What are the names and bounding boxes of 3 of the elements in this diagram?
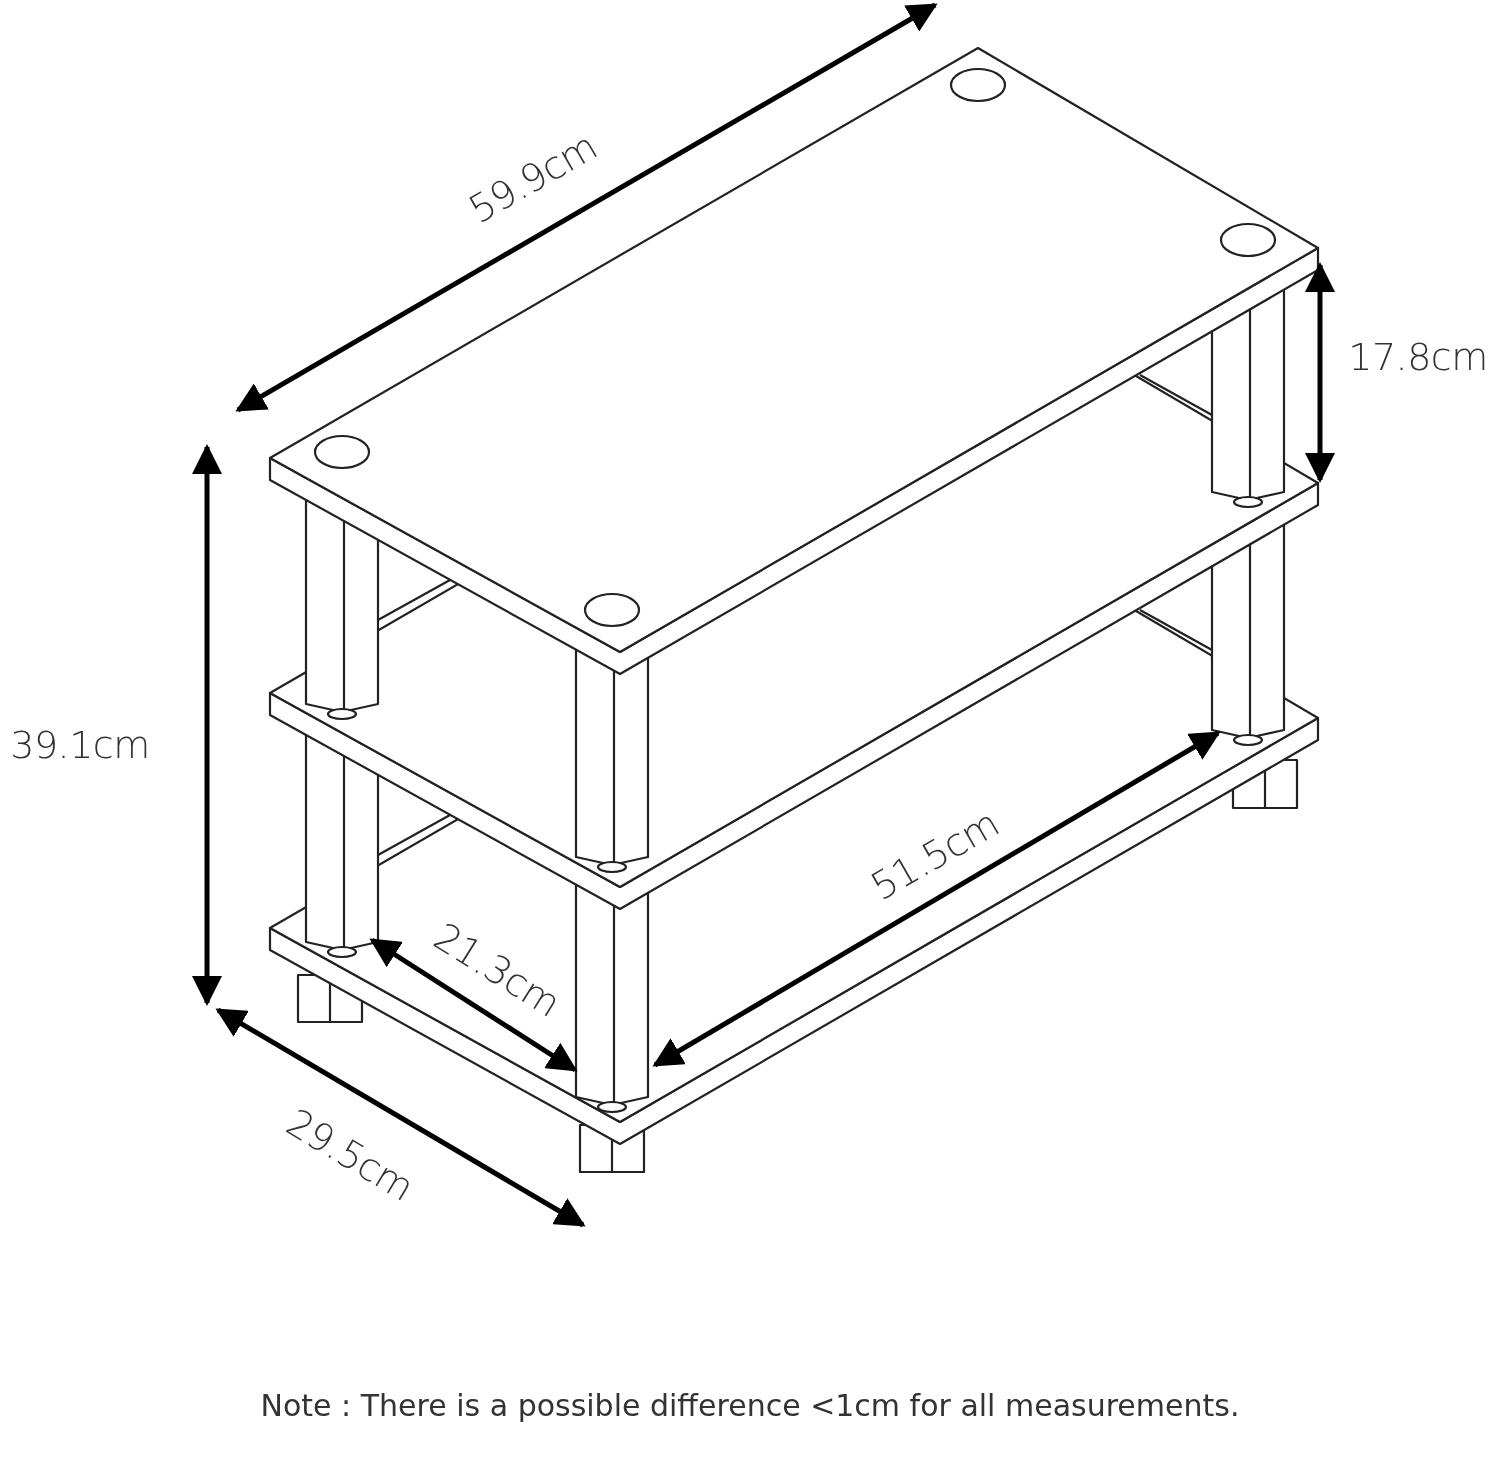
dimension-label: 39.1cm: [10, 723, 150, 767]
note-text: Note : There is a possible difference <1cm for all measurements.: [260, 1388, 1240, 1423]
dimension-label: 17.8cm: [1348, 335, 1488, 379]
